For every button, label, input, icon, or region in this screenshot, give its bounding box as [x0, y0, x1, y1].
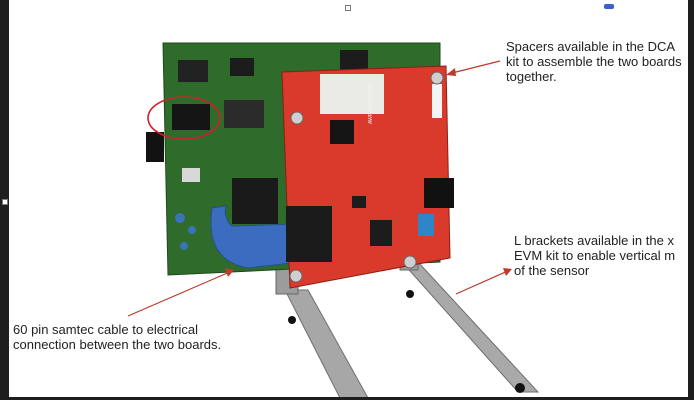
- green-board-chips: [178, 60, 208, 82]
- red-board-text: AWR1843BOOST: [368, 84, 374, 124]
- rubber-foot: [406, 290, 414, 298]
- brackets-line-1: L brackets available in the x: [514, 233, 674, 248]
- l-bracket-right: [400, 261, 540, 393]
- red-board-chip: [370, 220, 392, 246]
- resize-handle-top[interactable]: [345, 5, 351, 11]
- capacitor: [188, 226, 196, 234]
- l-bracket-left: [284, 289, 369, 399]
- green-board-chips: [230, 58, 254, 76]
- spacers-arrow: [447, 60, 501, 75]
- selection-marker: [604, 4, 614, 9]
- spacers-line-1: Spacers available in the DCA: [506, 39, 676, 54]
- cable-arrow: [127, 270, 233, 317]
- mount-screw: [289, 269, 303, 283]
- green-board-connector: [232, 178, 278, 224]
- window-frame-bottom: [0, 397, 694, 400]
- brackets-annotation: L brackets available in the x EVM kit to…: [514, 233, 688, 278]
- dip-switch: [172, 104, 210, 130]
- highlight-circle: [147, 96, 221, 140]
- capacitor: [180, 242, 188, 250]
- green-board-chips: [340, 50, 368, 70]
- terminal-block: [418, 214, 434, 236]
- resize-handle-left[interactable]: [2, 199, 8, 205]
- power-jack: [424, 178, 454, 208]
- red-board-label: [432, 84, 442, 118]
- radar-chip: [330, 120, 354, 144]
- rubber-foot: [515, 383, 525, 393]
- brackets-line-2: EVM kit to enable vertical m: [514, 248, 676, 263]
- mount-screw: [290, 111, 304, 125]
- mount-screw: [403, 255, 417, 269]
- cable-annotation: 60 pin samtec cable to electrical connec…: [13, 322, 221, 352]
- spacers-line-3: together.: [506, 69, 557, 84]
- brackets-arrow: [455, 269, 511, 295]
- rubber-foot: [288, 316, 296, 324]
- antenna-array: [320, 74, 384, 114]
- brackets-arrowhead: [503, 268, 512, 276]
- window-frame-right: [688, 0, 694, 400]
- green-board-chips: [224, 100, 264, 128]
- spacers-line-2: kit to assemble the two boards: [506, 54, 682, 69]
- spacers-arrowhead: [446, 68, 456, 76]
- usb-connector: [146, 132, 164, 162]
- mount-screw: [430, 71, 444, 85]
- brackets-line-3: of the sensor: [514, 263, 590, 278]
- cable-arrowhead: [225, 268, 234, 277]
- capacitor: [175, 213, 185, 223]
- cable-line-2: connection between the two boards.: [13, 337, 222, 352]
- green-board-chips: [182, 168, 200, 182]
- spacers-annotation: Spacers available in the DCA kit to asse…: [506, 39, 688, 84]
- cable-line-1: 60 pin samtec cable to electrical: [13, 322, 198, 337]
- samtec-connector: [286, 206, 332, 262]
- red-board-chip: [352, 196, 366, 208]
